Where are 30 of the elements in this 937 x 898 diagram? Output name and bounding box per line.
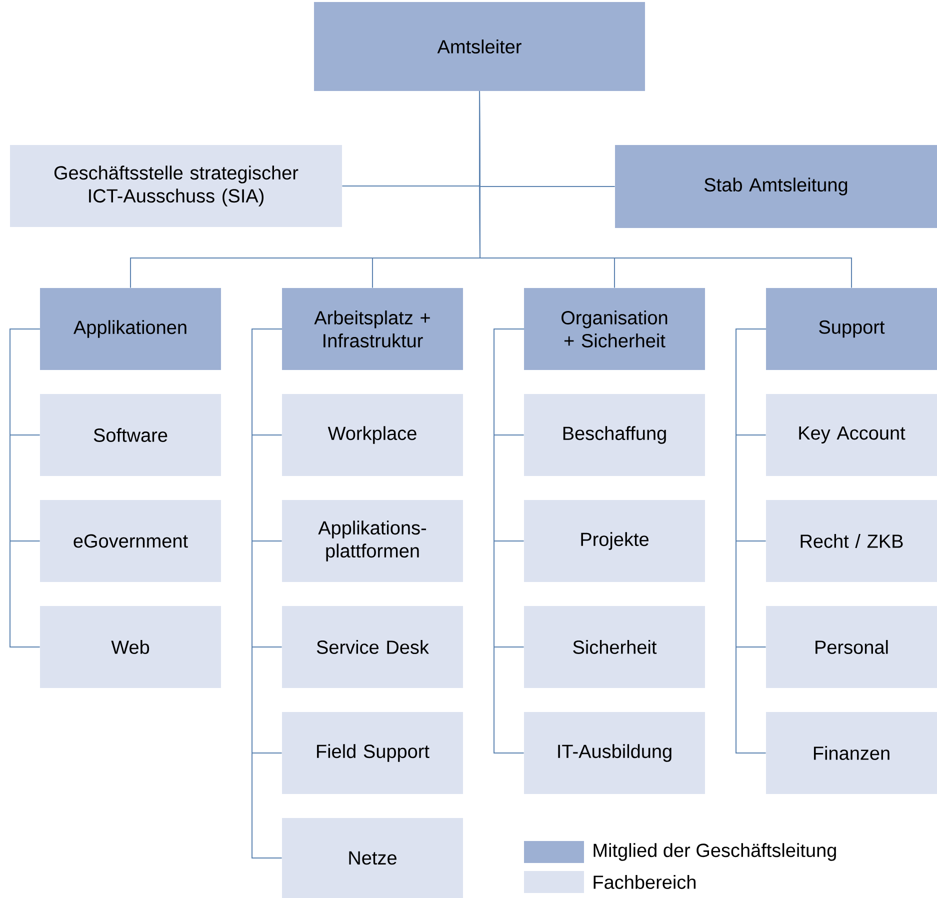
legend-text: Fachbereich xyxy=(594,875,696,889)
org-box: Arbeitsplatz + Infrastruktur xyxy=(282,288,463,370)
connector-line xyxy=(252,328,282,858)
org-box: Personal xyxy=(766,606,937,688)
org-box: eGovernment xyxy=(40,500,221,582)
connector-line xyxy=(10,328,40,648)
org-box: Projekte xyxy=(524,500,705,582)
org-box: Sicherheit xyxy=(524,606,705,688)
connector-line xyxy=(494,328,524,754)
org-box: Software xyxy=(40,394,221,476)
org-box: Organisation + Sicherheit xyxy=(524,288,705,370)
org-box: Applikationen xyxy=(40,288,221,370)
org-box: Recht / ZKB xyxy=(766,500,937,582)
org-box: Geschäftsstelle strategischer ICT-Ausschuss (SIA) xyxy=(10,145,342,227)
org-box: Key Account xyxy=(766,394,937,476)
org-box: Applikations- plattformen xyxy=(282,500,463,582)
org-box: Finanzen xyxy=(766,712,937,794)
org-box: Stab Amtsleitung xyxy=(615,145,937,228)
org-box: Web xyxy=(40,606,221,688)
org-box: Amtsleiter xyxy=(314,2,645,91)
connector-line xyxy=(479,90,852,288)
org-box: Field Support xyxy=(282,712,463,794)
connector-line xyxy=(736,328,766,754)
legend-text: Mitglied der Geschäftsleitung xyxy=(594,843,836,861)
org-box: Workplace xyxy=(282,394,463,476)
org-box: Beschaffung xyxy=(524,394,705,476)
org-box: Netze xyxy=(282,818,463,898)
org-box: Support xyxy=(766,288,937,370)
org-box: IT-Ausbildung xyxy=(524,712,705,794)
org-box: Service Desk xyxy=(282,606,463,688)
